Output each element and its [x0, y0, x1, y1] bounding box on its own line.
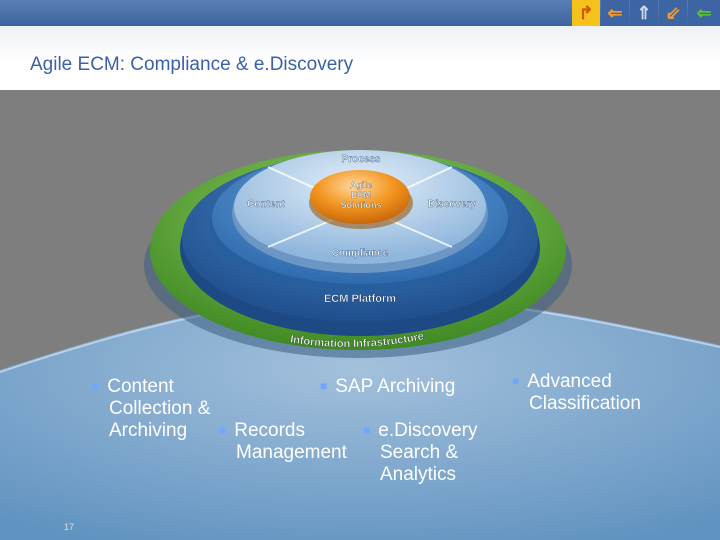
bullet-dot-icon: ■ [92, 379, 100, 393]
bullet-ediscovery-line2: Search & [380, 442, 459, 463]
nav-return-icon[interactable]: ⇐ [688, 0, 720, 26]
quadrant-discovery: Discovery [428, 199, 476, 210]
nav-diagonal-icon[interactable]: ⇙ [659, 0, 687, 26]
bullet-sap: ■ SAP Archiving [320, 375, 455, 398]
quadrant-process: Process [342, 154, 381, 165]
bullet-dot-icon: ■ [512, 374, 520, 388]
bullet-dot-icon: ■ [219, 423, 227, 437]
bullet-content-line3: Archiving [109, 420, 188, 441]
title-band [0, 26, 720, 90]
bullet-content-line2: Collection & [109, 398, 211, 419]
bullet-dot-icon: ■ [320, 379, 328, 393]
top-bar [0, 0, 720, 26]
bullet-sap-line1: SAP Archiving [335, 376, 456, 397]
bullet-dot-icon: ■ [363, 423, 371, 437]
bullet-content-line1: Content [107, 376, 174, 397]
base-band [0, 295, 720, 540]
bullet-ediscovery: ■ e.Discovery Search & Analytics [363, 419, 478, 486]
slide-title: Agile ECM: Compliance & e.Discovery [30, 54, 354, 75]
center-label-line1: Agile [350, 180, 372, 190]
quadrant-compliance: Compliance [332, 248, 389, 259]
bullet-advanced-line2: Classification [529, 393, 641, 414]
bullet-ediscovery-line1: e.Discovery [378, 420, 478, 441]
bullet-records-line2: Management [236, 442, 347, 463]
quadrant-content: Content [247, 199, 285, 210]
bullet-records: ■ Records Management [219, 419, 347, 464]
center-disc [310, 170, 410, 224]
ring-ecm-platform: ECM Platform [324, 293, 396, 305]
page-number: 17 [64, 522, 75, 532]
bullet-advanced-line1: Advanced [527, 371, 612, 392]
bullet-content: ■ Content Collection & Archiving [92, 375, 210, 442]
bullet-records-line1: Records [234, 420, 305, 441]
bullet-ediscovery-line3: Analytics [380, 464, 457, 485]
nav-up-icon[interactable]: ⇑ [630, 0, 658, 26]
bullet-advanced: ■ Advanced Classification [512, 370, 641, 415]
center-label-line3: Solutions [341, 200, 382, 210]
nav-bar: ↱ ⇐ ⇑ ⇙ ⇐ [572, 0, 720, 26]
nav-forward-icon[interactable]: ↱ [572, 0, 600, 26]
nav-back-icon[interactable]: ⇐ [601, 0, 629, 26]
center-label-line2: ECM [351, 190, 371, 200]
